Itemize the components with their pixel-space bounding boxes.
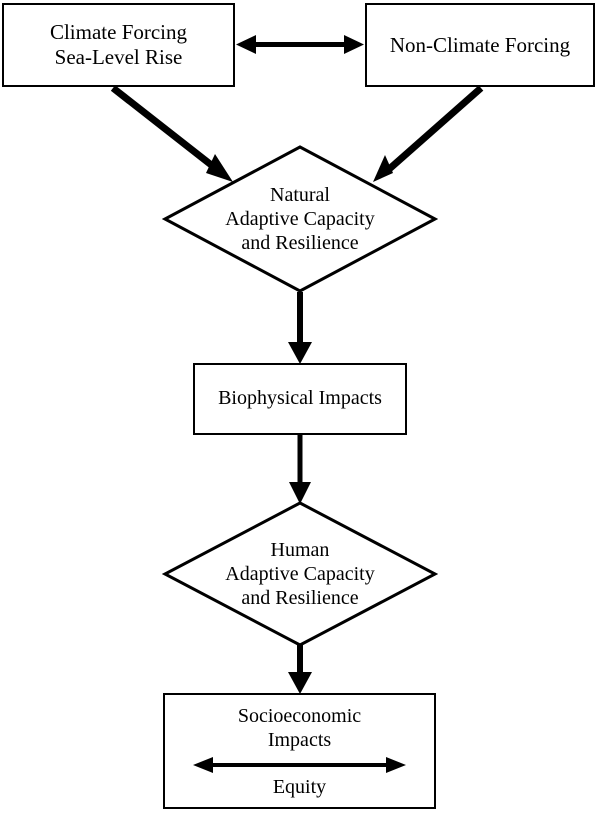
node-natural-capacity-label: Natural Adaptive Capacity and Resilience: [225, 184, 375, 254]
edge-nonclimate-to-natural-arrow: [373, 85, 484, 182]
equity-double-arrow: [165, 755, 434, 775]
diamond-shape-human: [162, 501, 438, 647]
edge-natural-to-biophysical-arrow: [288, 292, 312, 364]
node-socioeconomic-equity-label: Equity: [272, 776, 327, 799]
node-biophysical-impacts[interactable]: Biophysical Impacts: [193, 363, 407, 435]
node-human-capacity-label: Human Adaptive Capacity and Resilience: [225, 539, 375, 609]
node-biophysical-impacts-label: Biophysical Impacts: [218, 387, 382, 410]
node-socioeconomic-impacts[interactable]: Socioeconomic Impacts Equity: [163, 693, 436, 809]
node-socioeconomic-impacts-label: Socioeconomic Impacts: [237, 705, 362, 751]
node-climate-forcing-label: Climate Forcing Sea-Level Rise: [49, 20, 188, 69]
edge-climate-to-nonclimate-arrow: [236, 35, 364, 54]
edge-climate-to-natural-arrow: [110, 85, 233, 182]
edge-human-to-socioeconomic-arrow: [288, 645, 312, 694]
node-nonclimate-forcing[interactable]: Non-Climate Forcing: [365, 3, 595, 87]
edge-biophysical-to-human-arrow: [289, 434, 311, 504]
node-nonclimate-forcing-label: Non-Climate Forcing: [389, 32, 571, 57]
node-natural-capacity[interactable]: Natural Adaptive Capacity and Resilience: [162, 144, 438, 294]
node-climate-forcing[interactable]: Climate Forcing Sea-Level Rise: [2, 3, 235, 87]
node-human-capacity[interactable]: Human Adaptive Capacity and Resilience: [162, 500, 438, 648]
equity-arrow-svg: [193, 757, 406, 774]
diamond-shape-natural: [162, 145, 438, 293]
